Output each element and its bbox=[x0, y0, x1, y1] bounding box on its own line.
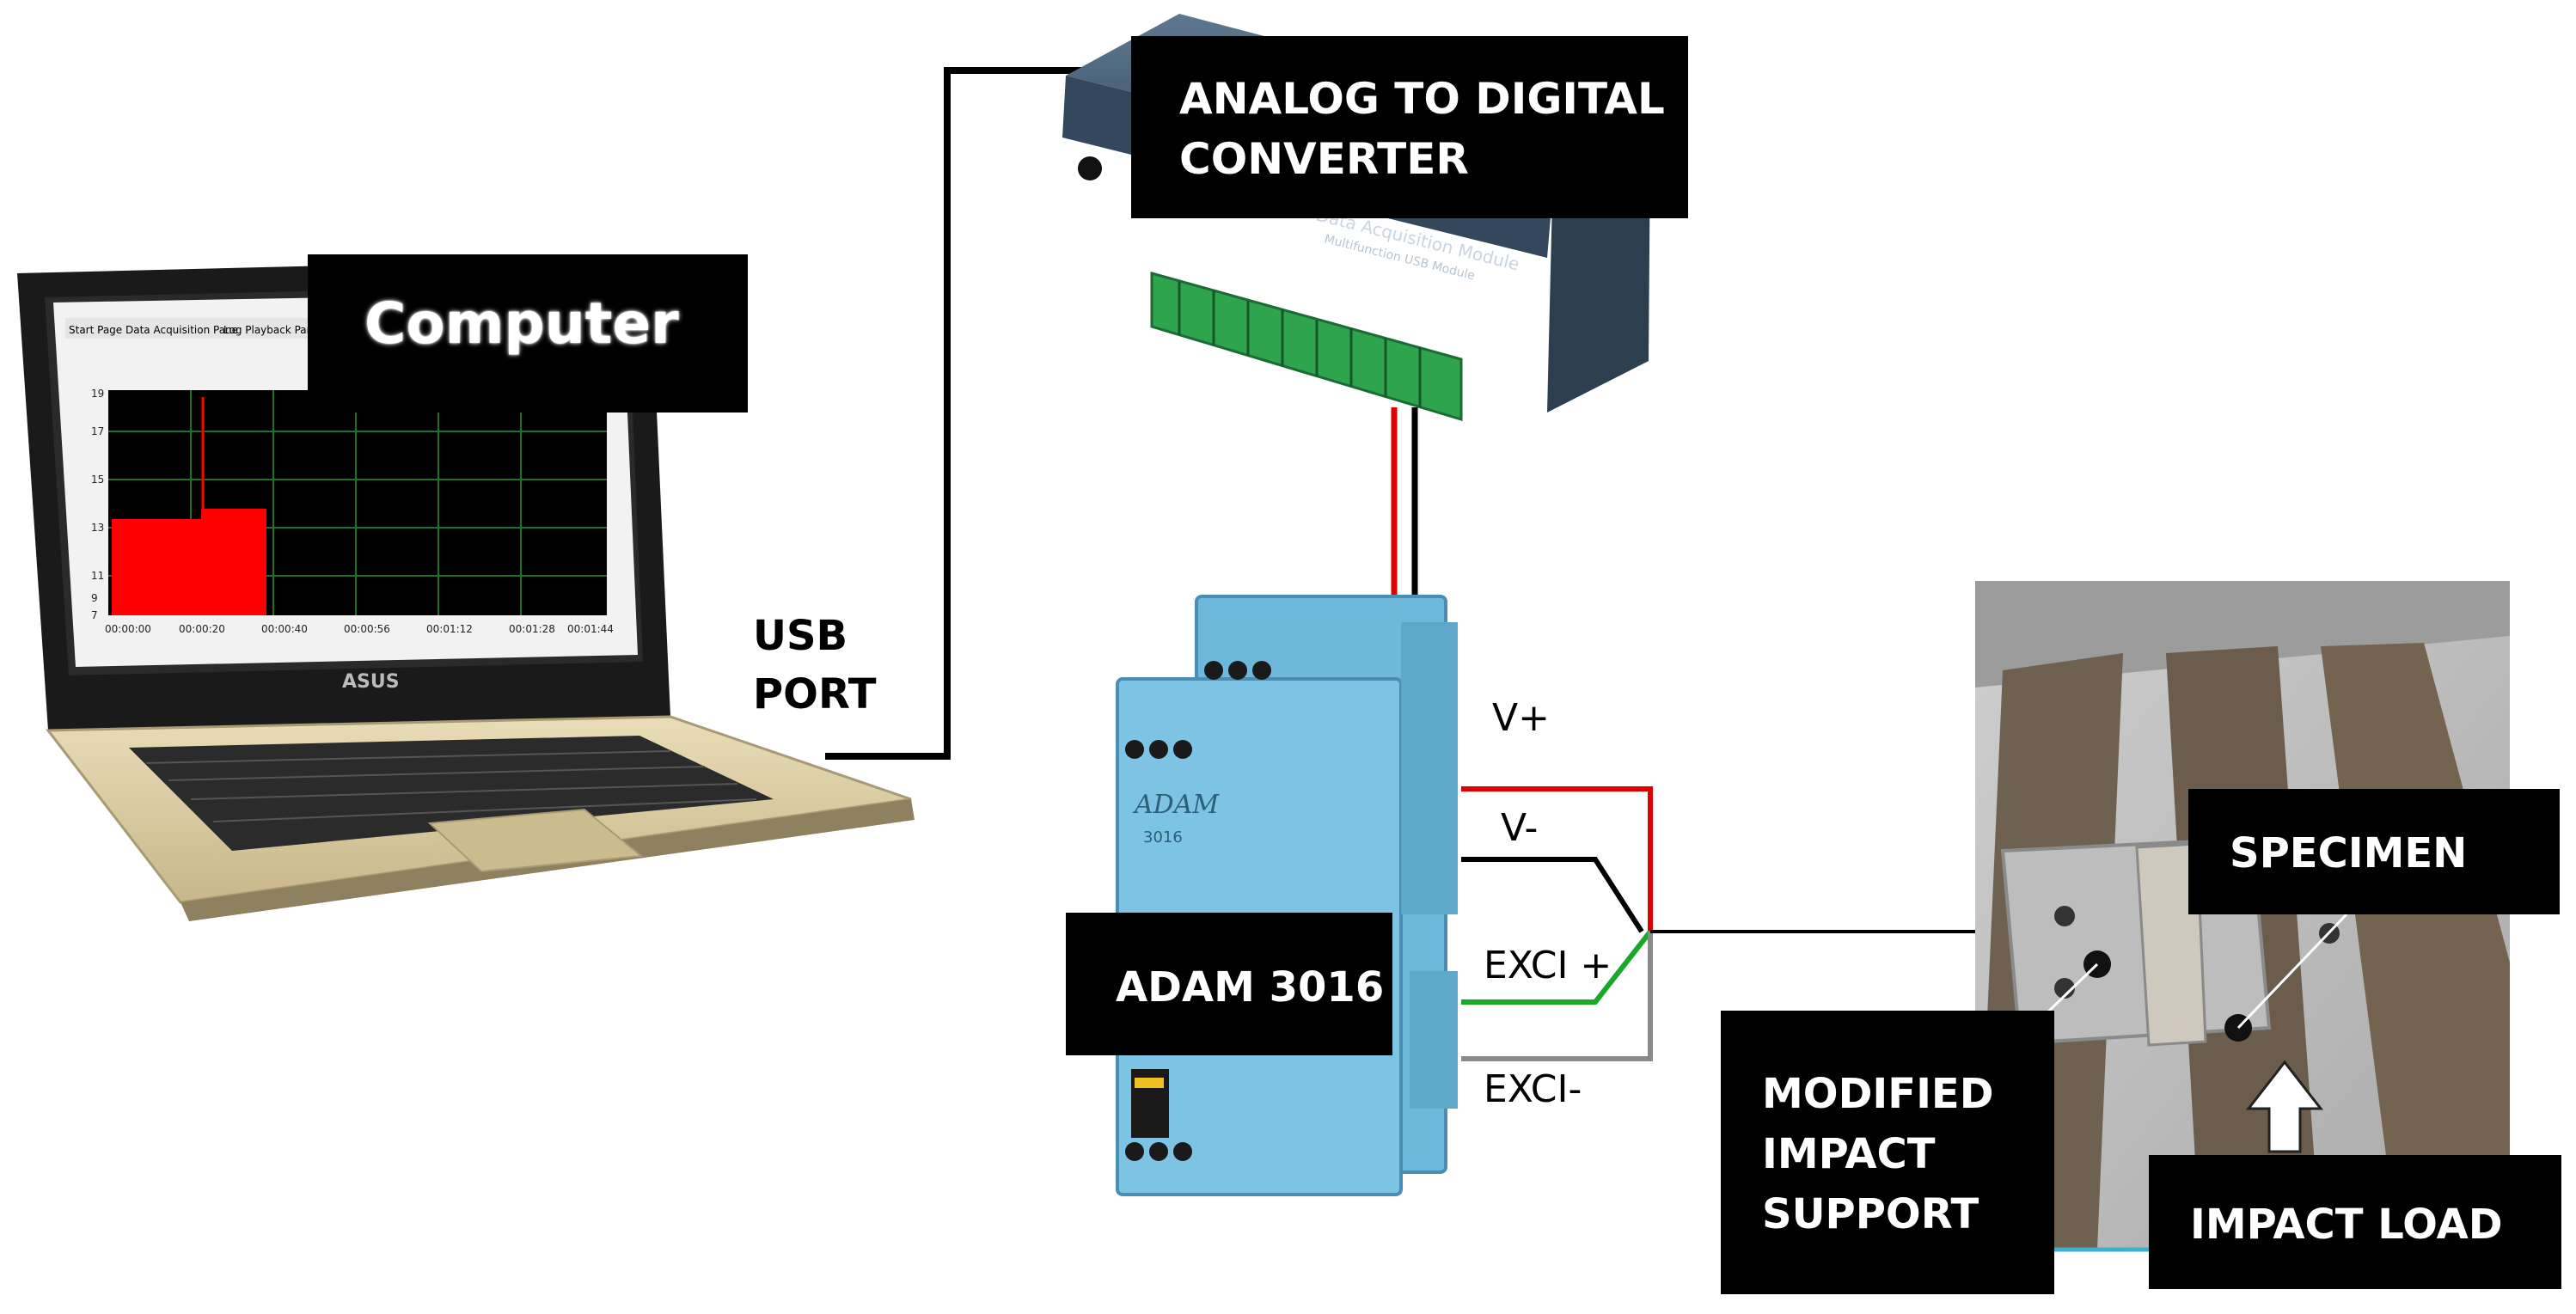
usb-cable bbox=[825, 67, 1143, 760]
adc-label-line: CONVERTER bbox=[1179, 134, 1469, 184]
y-tick: 19 bbox=[91, 388, 104, 400]
impact-arrow bbox=[2245, 1060, 2324, 1153]
pointer-support bbox=[2044, 963, 2099, 1016]
y-tick: 17 bbox=[91, 425, 104, 437]
support-label-line: MODIFIED bbox=[1762, 1070, 1994, 1118]
usb-label-line: PORT bbox=[753, 670, 877, 718]
laptop-keyboard bbox=[129, 736, 774, 851]
adc-terminal-block bbox=[1150, 272, 1463, 422]
y-tick: 11 bbox=[91, 570, 104, 582]
y-tick: 9 bbox=[91, 592, 98, 604]
laptop-tab-start: Start Page bbox=[69, 324, 122, 336]
adc-label-line: ANALOG TO DIGITAL bbox=[1179, 74, 1665, 124]
plot-bar-2 bbox=[201, 509, 266, 615]
x-tick: 00:00:56 bbox=[344, 623, 390, 635]
support-label-line: IMPACT bbox=[1762, 1130, 1936, 1178]
wire-exci-minus bbox=[1461, 932, 1653, 1061]
impact-load-label: IMPACT LOAD bbox=[2149, 1155, 2561, 1289]
adam-module: ADAM 3016 bbox=[1116, 595, 1458, 1196]
computer-label: Computer bbox=[308, 254, 748, 413]
laptop-tab-log: Log Playback Pane bbox=[223, 324, 320, 336]
wire-v-plus bbox=[1461, 786, 1653, 932]
x-tick: 00:00:40 bbox=[261, 623, 308, 635]
adam-label: ADAM 3016 bbox=[1066, 913, 1392, 1055]
exci-minus-label: EXCI- bbox=[1484, 1067, 1582, 1111]
laptop-brand: ASUS bbox=[342, 671, 400, 693]
usb-port-label: USB PORT bbox=[753, 607, 877, 724]
usb-label-line: USB bbox=[753, 612, 848, 660]
wire-v-minus bbox=[1461, 857, 1644, 933]
plot-bar-1 bbox=[112, 519, 201, 615]
laptop-touchpad bbox=[427, 808, 644, 873]
adam-brand: ADAM bbox=[1132, 790, 1220, 820]
adam-model: 3016 bbox=[1143, 828, 1183, 846]
v-plus-label: V+ bbox=[1492, 696, 1550, 740]
x-tick: 00:01:28 bbox=[509, 623, 555, 635]
y-tick: 15 bbox=[91, 474, 104, 486]
specimen-label: SPECIMEN bbox=[2188, 789, 2560, 914]
adc-screw-hole bbox=[1078, 156, 1102, 180]
y-tick: 7 bbox=[91, 609, 98, 621]
wire-exci-plus bbox=[1461, 930, 1653, 1005]
laptop-tab-daq: Data Acquisition Pane bbox=[125, 324, 238, 336]
x-tick: 00:00:20 bbox=[179, 623, 225, 635]
pointer-specimen bbox=[2236, 913, 2348, 1030]
v-minus-label: V- bbox=[1501, 806, 1539, 850]
specimen-photo bbox=[1975, 581, 2510, 1252]
modified-impact-support-label: MODIFIED IMPACT SUPPORT bbox=[1721, 1011, 2054, 1294]
x-tick: 00:01:12 bbox=[426, 623, 473, 635]
x-tick: 00:00:00 bbox=[105, 623, 151, 635]
x-tick: 00:01:44 bbox=[567, 623, 614, 635]
support-label-line: SUPPORT bbox=[1762, 1190, 1979, 1238]
exci-plus-label: EXCI + bbox=[1484, 944, 1612, 987]
adc-label: ANALOG TO DIGITAL CONVERTER bbox=[1131, 36, 1688, 218]
y-tick: 13 bbox=[91, 522, 104, 534]
